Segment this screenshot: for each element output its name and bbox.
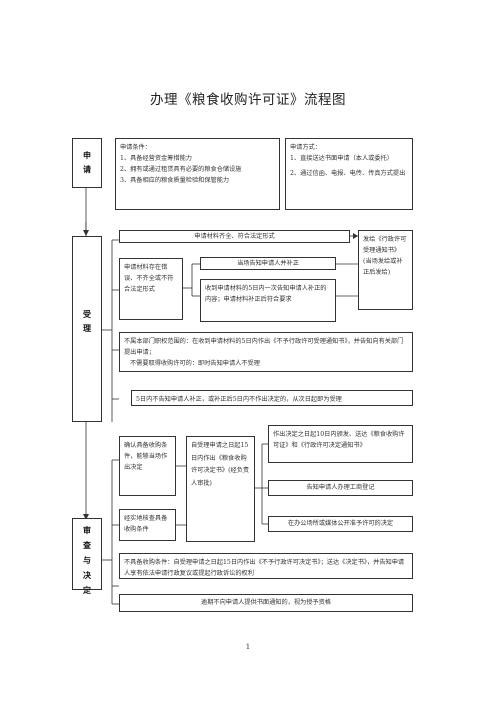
- review-overdue-text: 逾期不向申请人提供书面通知的，视为授予资格: [201, 599, 331, 606]
- accept-complete-text: 申请材料齐全、符合法定形式: [194, 233, 275, 240]
- review-on-site: 经实地核查具备收购条件: [119, 509, 176, 541]
- accept-notify-correct: 当场告知申请人并补正: [200, 257, 336, 270]
- accept-incomplete-text: 申请材料存在错误、不齐全或不符合法定形式: [124, 264, 174, 293]
- accept-not-notified: 5日内不告知申请人补正，或补正后5日内不作出决定的，从次日起即为受理: [131, 390, 413, 406]
- apply-methods: 申请方式： 1、直接送达书面申请（本人或委托） 2、通过信函、电报、电传、传真方…: [285, 138, 413, 210]
- review-decision-text: 自受理申请之日起15日内作出《粮食收购许可决定书》(经负责人审批): [191, 442, 250, 487]
- apply-method-1: 1、直接送达书面申请（本人或委托）: [290, 155, 393, 162]
- apply-methods-heading: 申请方式：: [290, 144, 321, 151]
- accept-incomplete: 申请材料存在错误、不齐全或不符合法定形式: [119, 258, 183, 320]
- apply-conditions-heading: 申请条件：: [120, 144, 151, 151]
- accept-five-days-text: 收到申请材料的5日内一次告知申请人补正的内容；申请材料补正后符合要求: [205, 285, 327, 303]
- review-register: 告知申请人办理工商登记: [268, 480, 413, 496]
- review-not-qualified-text: 不具备收购条件：自受理申请之日起15日内作出《不予行政许可决定书》；送达《决定书…: [124, 559, 405, 577]
- stage-accept-label: 受理: [83, 309, 91, 333]
- review-publish: 在办公场所或媒体公开准予许可的决定: [268, 516, 413, 532]
- review-confirm-text: 确认具备收购条件，能够当场作出决定: [124, 442, 168, 471]
- review-decision: 自受理申请之日起15日内作出《粮食收购许可决定书》(经负责人审批): [186, 436, 255, 542]
- review-confirm: 确认具备收购条件，能够当场作出决定: [119, 436, 176, 496]
- accept-not-scope: 不属本部门职权范围的：在收到申请材料的5日内作出《不予行政许可受理通知书》，并告…: [119, 332, 413, 372]
- apply-condition-1: 1、具备经营资金筹措能力: [120, 155, 192, 162]
- stage-accept: 受理: [72, 236, 102, 422]
- apply-condition-3: 3、具备相应的粮食质量检验和保管能力: [120, 177, 230, 184]
- apply-conditions: 申请条件： 1、具备经营资金筹措能力 2、拥有或通过租赁具有必要的粮食仓储设施 …: [115, 138, 280, 210]
- page-title: 办理《粮食收购许可证》流程图: [150, 92, 346, 108]
- stage-review-label: 审查与决定: [83, 525, 91, 595]
- accept-complete: 申请材料齐全、符合法定形式: [119, 230, 350, 243]
- apply-condition-2: 2、拥有或通过租赁具有必要的粮食仓储设施: [120, 166, 242, 173]
- accept-not-notified-text: 5日内不告知申请人补正，或补正后5日内不作出决定的，从次日起即为受理: [136, 396, 342, 403]
- apply-method-2: 2、通过信函、电报、电传、传真方式提出: [290, 170, 406, 177]
- review-overdue: 逾期不向申请人提供书面通知的，视为授予资格: [119, 594, 413, 612]
- review-not-qualified: 不具备收购条件：自受理申请之日起15日内作出《不予行政许可决定书》；送达《决定书…: [119, 553, 413, 579]
- accept-notify-correct-text: 当场告知申请人并补正: [237, 260, 299, 267]
- accept-not-scope-2: 不需要取得收购许可的：即时告知申请人不受理: [130, 360, 260, 367]
- review-issue-cert: 作出决定之日起10日内颁发、送达《粮食收购许可证》和《行政许可决定通知书》: [268, 425, 413, 463]
- stage-review: 审查与决定: [72, 518, 102, 595]
- review-issue-cert-text: 作出决定之日起10日内颁发、送达《粮食收购许可证》和《行政许可决定通知书》: [273, 431, 405, 449]
- page-number: 1: [245, 643, 251, 651]
- accept-not-scope-1: 不属本部门职权范围的：在收到申请材料的5日内作出《不予行政许可受理通知书》，并告…: [124, 338, 404, 356]
- stage-apply-label: 申请: [83, 150, 91, 174]
- accept-issue-notice: 发给《行政许可受理通知书》(当场发给或补正后发给): [358, 230, 413, 310]
- review-on-site-text: 经实地核查具备收购条件: [124, 515, 168, 533]
- review-register-text: 告知申请人办理工商登记: [306, 484, 375, 491]
- stage-apply: 申请: [72, 138, 102, 188]
- accept-five-days: 收到申请材料的5日内一次告知申请人补正的内容；申请材料补正后符合要求: [200, 279, 336, 322]
- accept-issue-notice-text: 发给《行政许可受理通知书》(当场发给或补正后发给): [363, 236, 407, 276]
- review-publish-text: 在办公场所或媒体公开准予许可的决定: [287, 520, 394, 527]
